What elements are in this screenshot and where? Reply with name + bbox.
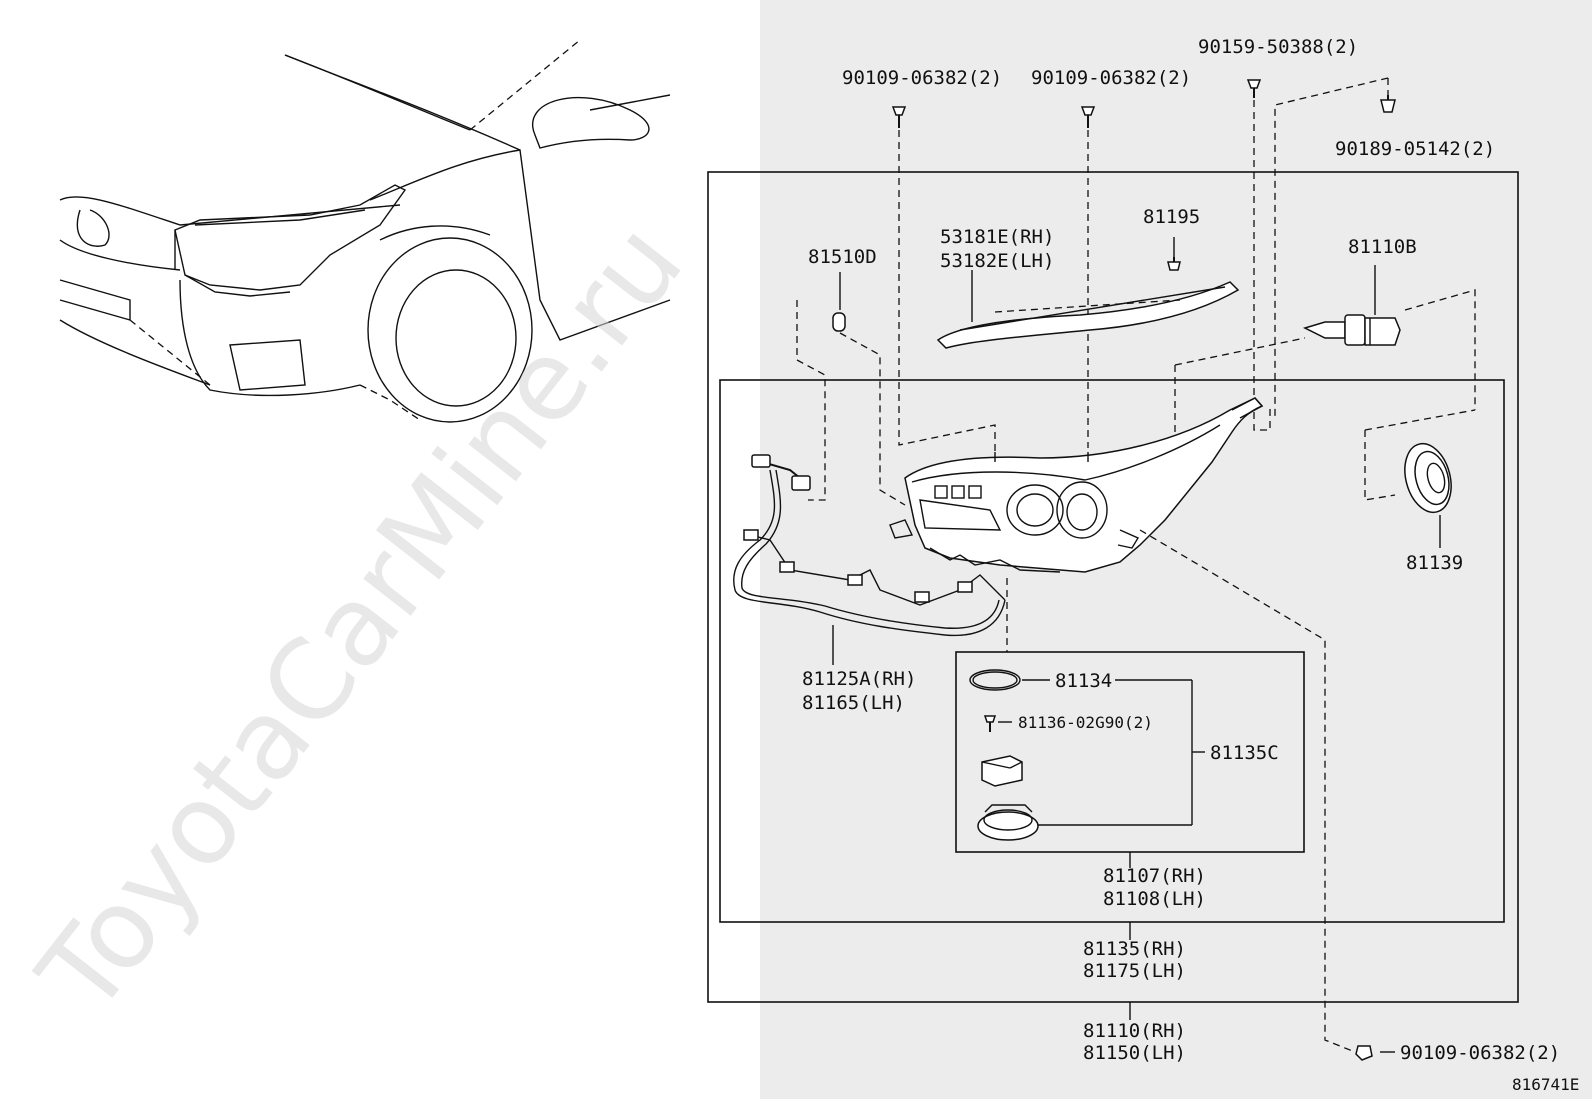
headlight-bulb-icon — [1302, 314, 1401, 346]
watermark-text: ToyotaCarMine.ru — [14, 200, 707, 1037]
label-screw-top: 81195 — [1143, 206, 1200, 228]
label-cover-rh: 53181E(RH) — [940, 226, 1054, 248]
label-side-bulb: 81510D — [808, 246, 877, 268]
ballast-module-icon — [981, 755, 1023, 787]
label-bolt-a: 90109-06382(2) — [842, 67, 1002, 89]
bolt-icon — [1246, 79, 1262, 98]
label-gasket: 81134 — [1055, 670, 1112, 692]
label-unit-lh: 81108(LH) — [1103, 888, 1206, 910]
assembly-box-81135 — [719, 379, 1505, 923]
wire-harness — [733, 454, 1006, 637]
diagram-code: 816741E — [1512, 1075, 1579, 1094]
car-front-illustration — [59, 39, 671, 423]
bolt-icon — [1355, 1045, 1373, 1061]
label-cap: 81139 — [1406, 552, 1463, 574]
clip-icon — [1380, 95, 1396, 113]
socket-ring-icon — [977, 804, 1039, 841]
label-bolt-c: 90159-50388(2) — [1198, 36, 1358, 58]
cap-icon — [1404, 442, 1452, 514]
label-ballast: 81135C — [1210, 742, 1279, 764]
gasket-icon — [969, 669, 1021, 691]
headlamp-cover-trim — [936, 281, 1240, 349]
label-unit-rh: 81107(RH) — [1103, 865, 1206, 887]
screw-icon — [1167, 257, 1181, 271]
label-clip: 90189-05142(2) — [1335, 138, 1495, 160]
label-assy-rh: 81110(RH) — [1083, 1020, 1186, 1042]
background-panel — [760, 0, 1592, 1099]
small-screw-icon — [983, 715, 997, 732]
label-sub-lh: 81175(LH) — [1083, 960, 1186, 982]
label-screw-bottom: 90109-06382(2) — [1400, 1042, 1560, 1064]
bolt-icon — [1080, 106, 1096, 128]
side-bulb-icon — [832, 312, 846, 332]
label-cover-lh: 53182E(LH) — [940, 250, 1054, 272]
assembly-box-81110 — [707, 171, 1519, 1003]
headlamp-unit — [889, 397, 1264, 573]
label-sub-rh: 81135(RH) — [1083, 938, 1186, 960]
bolt-icon — [891, 106, 907, 128]
label-wire-lh: 81165(LH) — [802, 692, 905, 714]
label-wire-rh: 81125A(RH) — [802, 668, 916, 690]
label-bolt-b: 90109-06382(2) — [1031, 67, 1191, 89]
label-small-screw: 81136-02G90(2) — [1018, 713, 1153, 732]
label-headlight-bulb: 81110B — [1348, 236, 1417, 258]
label-assy-lh: 81150(LH) — [1083, 1042, 1186, 1064]
